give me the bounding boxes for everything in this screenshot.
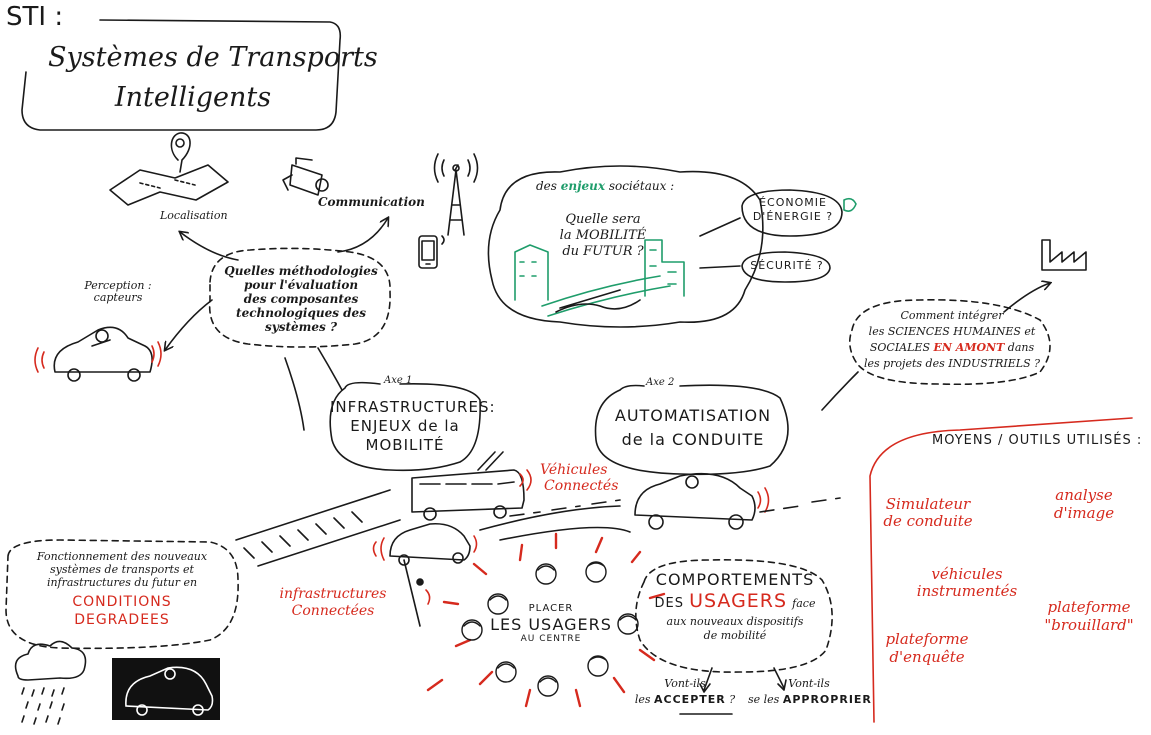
car-right-icon [634, 472, 756, 530]
axe2-bubble [594, 384, 789, 476]
title-frame [21, 19, 342, 131]
industry-cloud [848, 299, 1051, 386]
energy-bubble [741, 189, 843, 237]
localisation-label: Localisation [160, 209, 228, 222]
axe2-title: AUTOMATISATION de la CONDUITE [614, 406, 772, 449]
bus-icon [411, 451, 525, 521]
phone-icon [418, 235, 445, 269]
arrow-to-communication [337, 218, 388, 253]
perception-label: Perception : capteurs [84, 279, 152, 304]
tools-frame [869, 417, 1133, 723]
methodology-question: Quelles méthodologies pour l'évaluation … [224, 264, 378, 334]
tool-fog-platform: plateforme"brouillard" [1044, 598, 1134, 634]
communication-label: Communication [318, 195, 425, 209]
title-prefix: STI : [6, 2, 64, 32]
rain-cloud-icon [14, 640, 87, 725]
approprier-question: Vont-ils se les APPROPRIER [748, 677, 872, 706]
camera-icon [282, 157, 329, 196]
infrastructures-connectees-label: infrastructures Connectées [279, 586, 387, 619]
security-label: SÉCURITÉ ? [750, 259, 824, 272]
map-pin-icon [109, 132, 229, 206]
title-line2: Intelligents [114, 82, 272, 113]
societal-cloud [487, 165, 764, 328]
societal-question: Quelle sera la MOBILITÉ du FUTUR ? [559, 212, 647, 259]
title-line1: Systèmes de Transports [48, 42, 378, 73]
usagers-rays [426, 532, 666, 708]
axe1-bubble [329, 381, 481, 472]
axe2-label: Axe 2 [646, 377, 675, 388]
methodology-cloud [208, 247, 391, 348]
city-buildings-icon [514, 239, 685, 317]
degraded-cloud [5, 539, 239, 650]
energy-label: ÉCONOMIE D'ÉNERGIE ? [752, 196, 834, 223]
car-center-icon [389, 522, 471, 566]
arrow-to-perception [165, 299, 213, 350]
arrow-to-localisation [180, 232, 239, 261]
axe1-label: Axe 1 [384, 375, 413, 386]
night-car-tile [112, 658, 220, 720]
vehicules-connectes-label: Véhicules Connectés [540, 462, 619, 494]
tools-header: MOYENS / OUTILS UTILISÉS : [932, 433, 1143, 448]
societal-header: des enjeux sociétaux : [536, 179, 675, 193]
industry-question: Comment intégrer les SCIENCES HUMAINES e… [863, 309, 1041, 370]
accepter-question: Vont-ils les ACCEPTER ? [634, 677, 736, 706]
degraded-text: Fonctionnement des nouveaux systèmes de … [36, 550, 208, 628]
antenna-icon [433, 153, 479, 236]
usagers-center: PLACER LES USAGERS AU CENTRE [490, 603, 612, 644]
user-faces-icons [461, 561, 639, 697]
axe1-title: INFRASTRUCTURES: ENJEUX de la MOBILITÉ [330, 398, 496, 454]
factory-icon [1041, 239, 1087, 271]
car-left-icon [53, 326, 153, 382]
security-bubble [741, 251, 831, 283]
comportements-text: COMPORTEMENTS DES USAGERS face aux nouve… [654, 570, 816, 642]
